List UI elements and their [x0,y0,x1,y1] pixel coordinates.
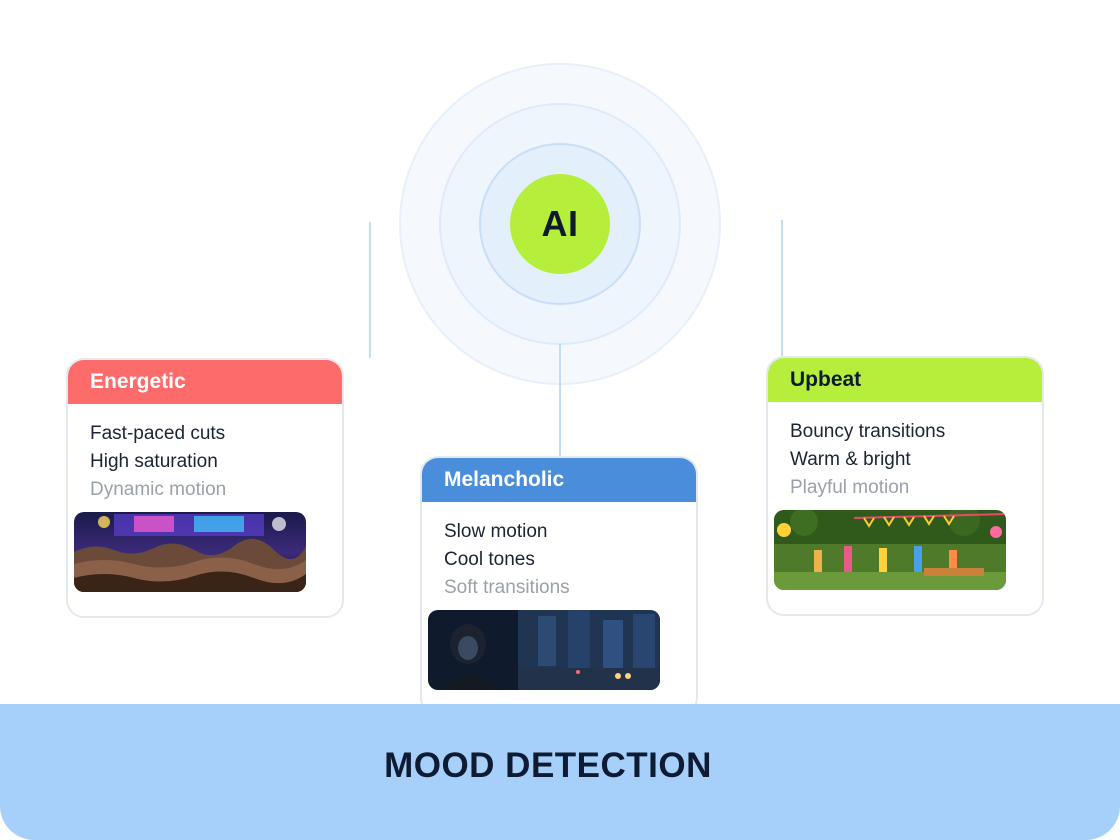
card-line-muted: Soft transitions [444,577,570,598]
card-line: Warm & bright [790,449,911,470]
card-title: Upbeat [790,368,862,391]
thumbnail-rainy-city-window [428,610,660,690]
mood-detection-footer: MOOD DETECTION [0,704,1120,840]
thumbnail-garden-party [774,510,1006,590]
card-header-melancholic: Melancholic [422,458,696,502]
card-line: Slow motion [444,521,548,542]
card-line-muted: Dynamic motion [90,479,227,500]
mood-card-upbeat: Upbeat Bouncy transitions Warm & bright … [766,356,1044,616]
card-line-muted: Playful motion [790,477,910,498]
card-header-upbeat: Upbeat [768,358,1042,402]
card-title: Energetic [90,370,186,393]
card-title: Melancholic [444,468,565,491]
card-header-energetic: Energetic [68,360,342,404]
thumbnail-concert-crowd [74,512,306,592]
card-line: High saturation [90,451,218,472]
footer-title: MOOD DETECTION [384,746,712,785]
card-line: Fast-paced cuts [90,423,226,444]
card-line: Cool tones [444,549,535,570]
mood-card-melancholic: Melancholic Slow motion Cool tones Soft … [420,456,698,716]
mood-card-energetic: Energetic Fast-paced cuts High saturatio… [66,358,344,618]
card-line: Bouncy transitions [790,421,946,442]
ai-hub: AI [510,174,610,274]
ai-hub-label: AI [541,203,579,244]
